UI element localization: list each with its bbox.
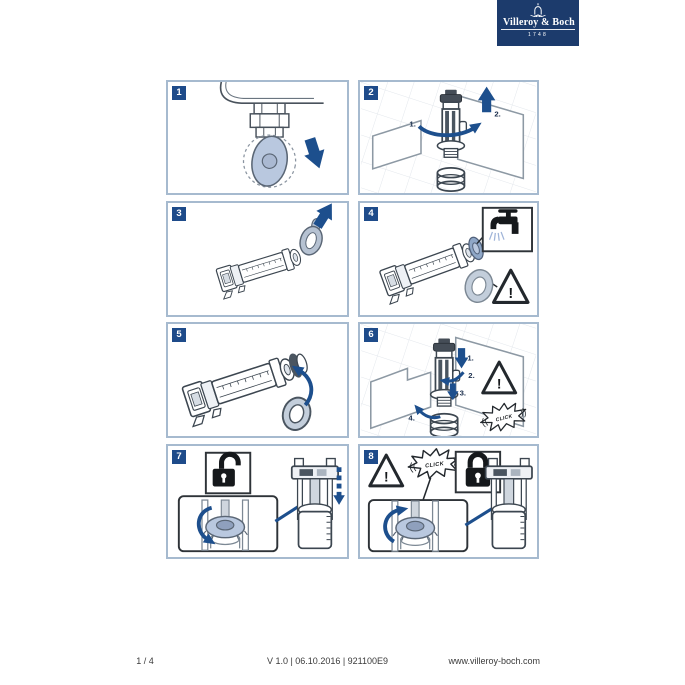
rotate-arrow-icon — [417, 124, 477, 138]
click-label: CLICK — [425, 461, 445, 470]
new-seal-drawing — [281, 396, 312, 431]
lock-rotate-arrow-icon — [383, 507, 401, 544]
step-label: 4. — [408, 414, 414, 423]
step-3-illustration — [214, 203, 340, 300]
warning-mark: ! — [384, 470, 389, 485]
seal-ring-drawing — [299, 217, 323, 256]
step-label: 2. — [494, 110, 500, 119]
cistern-drawing — [371, 94, 525, 180]
sound-waves — [409, 455, 460, 473]
step-number-badge: 8 — [364, 450, 378, 464]
step-number-badge: 3 — [172, 207, 186, 221]
step-6-illustration: 1. 2. 3. 4. ! CLICK — [361, 324, 536, 436]
unlock-rotate-arrow-icon — [196, 505, 213, 542]
step-2-illustration: 1. 2. — [361, 82, 536, 193]
step-8-illustration: ! CLICK — [367, 446, 533, 553]
step-5-panel: 5 — [166, 322, 349, 438]
step-6-panel: 6 1. 2. 3. 4. — [358, 322, 539, 438]
cistern-underside-drawing — [219, 82, 324, 138]
click-starburst: CLICK — [476, 398, 530, 436]
arrow-down-icon — [299, 135, 330, 172]
step-8-panel: 8 ! CLICK — [358, 444, 539, 559]
step-4-illustration: ! — [377, 206, 533, 305]
step-number-badge: 5 — [172, 328, 186, 342]
flush-valve-drawing — [290, 457, 339, 550]
step-label: 1. — [409, 119, 415, 128]
step-1-illustration — [219, 82, 330, 188]
step-number-badge: 2 — [364, 86, 378, 100]
flush-valve-drawing — [484, 457, 533, 550]
flush-valve-drawing — [214, 244, 307, 300]
brand-name: Villeroy & Boch — [501, 17, 575, 30]
step-2-panel: 2 1. 2. — [358, 80, 539, 195]
warning-triangle-icon: ! — [368, 453, 405, 488]
step-7-panel: 7 — [166, 444, 349, 559]
flush-valve-drawing — [377, 237, 482, 305]
step-number-badge: 1 — [172, 86, 186, 100]
page-number: 1 / 4 — [136, 656, 154, 666]
website-url: www.villeroy-boch.com — [448, 656, 540, 666]
step-number-badge: 6 — [364, 328, 378, 342]
step-label: 2. — [468, 371, 474, 380]
dashed-arrow-head-icon — [333, 495, 345, 505]
warning-mark: ! — [508, 286, 513, 302]
valve-cap-drawing — [242, 134, 297, 188]
step-5-illustration — [179, 352, 314, 431]
step-number-badge: 7 — [172, 450, 186, 464]
warning-mark: ! — [497, 377, 502, 392]
step-label: 3. — [460, 388, 466, 397]
sound-waves — [482, 408, 526, 428]
click-label: CLICK — [495, 413, 513, 423]
step-number-badge: 4 — [364, 207, 378, 221]
callout-line — [464, 506, 495, 527]
step-7-illustration — [177, 446, 345, 553]
step-3-panel: 3 — [166, 201, 349, 317]
step-4-panel: 4 ! — [358, 201, 539, 317]
brand-crest-icon — [530, 3, 546, 17]
flush-valve-drawing — [436, 88, 468, 159]
warning-triangle-icon: ! — [481, 360, 518, 395]
new-seal-drawing — [464, 269, 494, 303]
brand-logo: Villeroy & Boch 1748 — [497, 0, 579, 46]
step-1-panel: 1 — [166, 80, 349, 195]
document-version: V 1.0 | 06.10.2016 | 921100E9 — [266, 656, 389, 666]
callout-line — [274, 504, 301, 523]
click-starburst: CLICK — [405, 446, 463, 482]
brand-year: 1748 — [528, 32, 548, 38]
warning-triangle-icon: ! — [492, 268, 530, 304]
install-arrow-icon — [298, 368, 314, 407]
step-label: 1. — [467, 354, 473, 363]
old-seal-drawing — [468, 236, 484, 261]
